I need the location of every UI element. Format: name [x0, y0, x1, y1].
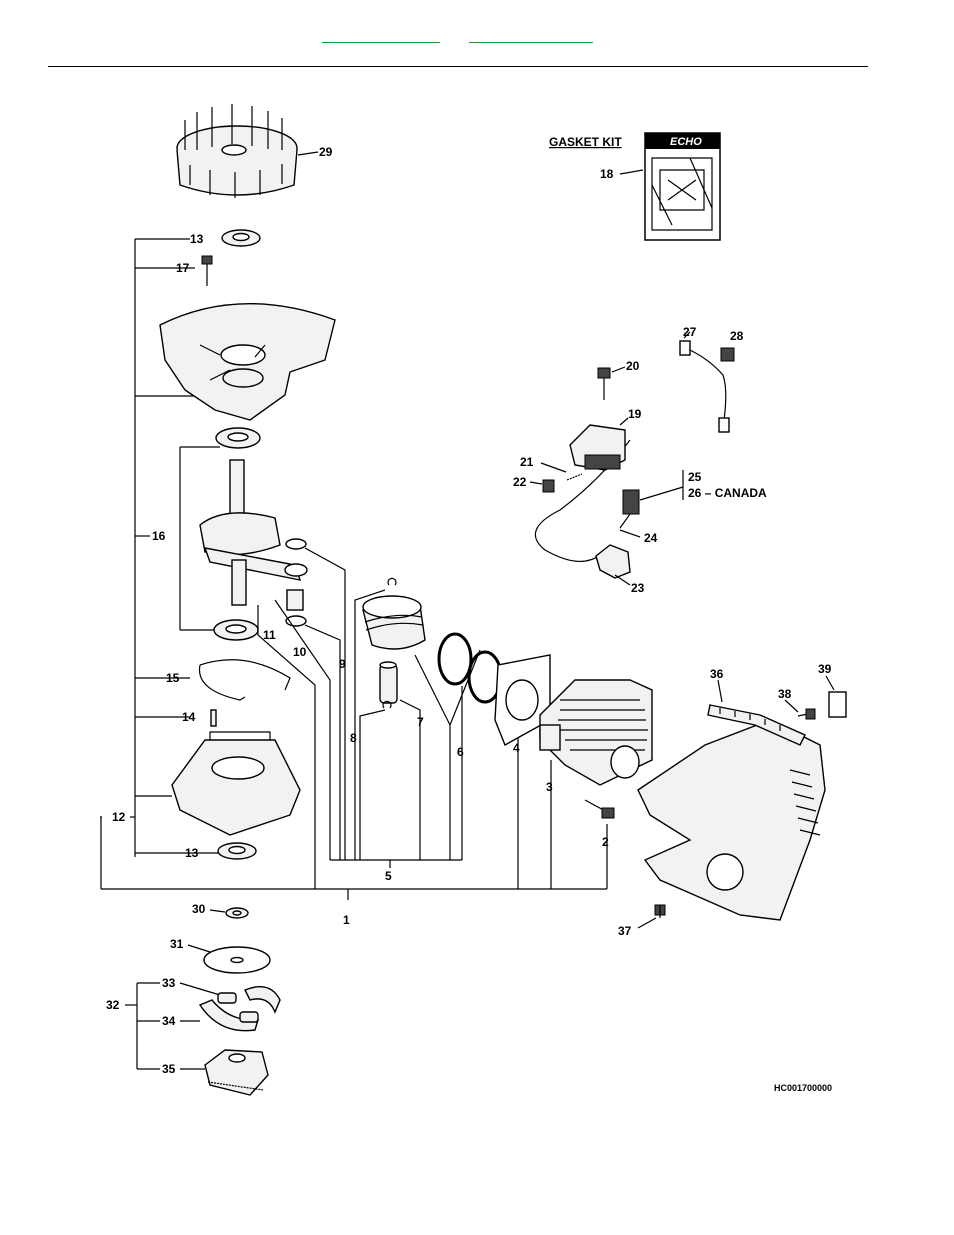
label-20: 20 [626, 359, 640, 373]
label-23: 23 [631, 581, 645, 595]
stop-wire-cap[interactable] [720, 347, 735, 362]
header-link-2[interactable] [469, 30, 593, 43]
label-38: 38 [778, 687, 792, 701]
label-8: 8 [350, 731, 357, 745]
oil-seal-bottom[interactable] [217, 842, 257, 860]
label-plate-39[interactable] [828, 691, 847, 718]
label-9: 9 [339, 657, 346, 671]
label-11: 11 [263, 628, 276, 642]
crankcase-half-upper[interactable] [159, 303, 336, 421]
label-14: 14 [182, 710, 196, 724]
needle-bearing[interactable] [286, 589, 304, 611]
header-link-1[interactable] [322, 30, 440, 43]
flywheel[interactable] [176, 104, 298, 198]
washer-9-upper[interactable] [285, 538, 307, 550]
label-29: 29 [319, 145, 333, 159]
label-35: 35 [162, 1062, 176, 1076]
label-24: 24 [644, 531, 658, 545]
label-10: 10 [293, 645, 307, 659]
label-27: 27 [683, 325, 697, 339]
gasket-kit-title: GASKET KIT [549, 135, 622, 149]
clutch-drum-35[interactable] [204, 1049, 269, 1096]
echo-logo: ECHO [670, 136, 702, 148]
grommet-22[interactable] [542, 479, 555, 493]
circlips[interactable] [382, 700, 392, 709]
label-3: 3 [546, 780, 553, 794]
cylinder-cover[interactable] [637, 704, 826, 921]
plug-terminal[interactable] [619, 489, 640, 529]
stop-switch-wire[interactable] [679, 340, 730, 433]
bolt-17[interactable] [201, 255, 213, 286]
leader-lines-piston [257, 547, 608, 900]
label-37: 37 [618, 924, 632, 938]
piston-rings[interactable] [437, 632, 503, 704]
label-1: 1 [343, 913, 350, 927]
screw-37[interactable] [654, 904, 666, 918]
gasket-kit-package[interactable]: ECHO [644, 132, 721, 241]
label-21: 21 [520, 455, 534, 469]
label-13-bottom: 13 [185, 846, 199, 860]
label-36: 36 [710, 667, 724, 681]
dowel-pin[interactable] [210, 709, 217, 727]
crankcase-half-lower[interactable] [171, 731, 301, 836]
label-32: 32 [106, 998, 120, 1012]
label-15: 15 [166, 671, 180, 685]
label-33: 33 [162, 976, 176, 990]
label-31: 31 [170, 937, 184, 951]
label-22: 22 [513, 475, 527, 489]
label-28: 28 [730, 329, 744, 343]
spark-plug-boot[interactable] [595, 544, 631, 579]
label-16: 16 [152, 529, 166, 543]
label-34: 34 [162, 1014, 176, 1028]
label-19: 19 [628, 407, 642, 421]
label-25: 25 [688, 470, 702, 484]
crankshaft[interactable] [199, 459, 302, 606]
cylinder-bolt[interactable] [584, 799, 615, 819]
oil-seal-top[interactable] [221, 229, 261, 247]
cylinder[interactable] [539, 679, 653, 786]
washer-30[interactable] [225, 907, 249, 919]
bracket-16-lines [100, 238, 607, 890]
spring-21[interactable] [566, 473, 583, 481]
label-30: 30 [192, 902, 206, 916]
label-2: 2 [602, 835, 609, 849]
bracket-32-lines [125, 982, 221, 1070]
ignition-coil[interactable] [569, 424, 626, 471]
piston-pin[interactable] [379, 661, 398, 704]
cylinder-gasket[interactable] [494, 654, 551, 746]
crankcase-gasket[interactable] [198, 659, 291, 701]
label-18: 18 [600, 167, 614, 181]
label-39: 39 [818, 662, 832, 676]
label-4: 4 [513, 741, 520, 755]
small-end-washer[interactable] [284, 563, 308, 577]
label-5: 5 [385, 869, 392, 883]
screw-38[interactable] [797, 708, 816, 720]
label-26-canada: 26 – CANADA [688, 486, 767, 500]
label-7: 7 [417, 715, 424, 729]
label-12: 12 [112, 810, 126, 824]
label-6: 6 [457, 745, 464, 759]
piston[interactable] [362, 577, 426, 650]
label-17: 17 [176, 261, 190, 275]
bolt-20[interactable] [597, 367, 611, 400]
spark-plug-wire[interactable] [534, 439, 631, 562]
bearing-bottom[interactable] [213, 619, 259, 641]
plate-31[interactable] [203, 946, 271, 974]
drawing-code: HC001700000 [774, 1083, 832, 1093]
header-rule [48, 66, 868, 67]
label-13-top: 13 [190, 232, 204, 246]
bearing-top[interactable] [215, 427, 261, 449]
clutch-shoes[interactable] [198, 986, 281, 1032]
